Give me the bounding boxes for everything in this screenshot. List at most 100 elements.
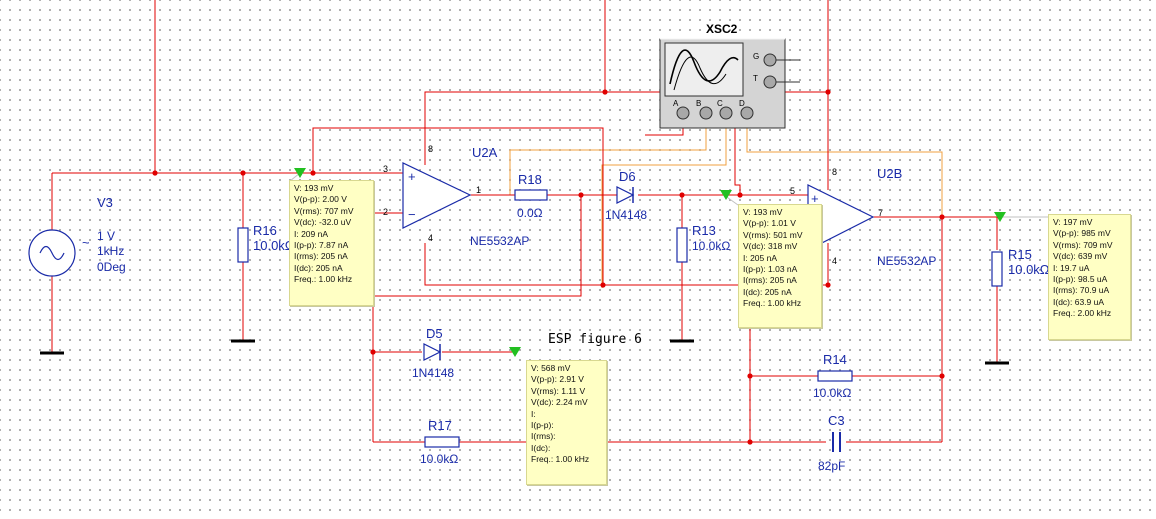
u2b-pin-5: 5 <box>790 186 795 196</box>
u2a-pin-8: 8 <box>428 144 433 154</box>
probe-readout-2[interactable]: V: 193 mV V(p-p): 1.01 V V(rms): 501 mV … <box>738 204 822 328</box>
junction-dot <box>600 282 606 288</box>
oscilloscope-xsc2[interactable]: XSC2 A B C D G T <box>659 22 800 129</box>
scope-terminal-t[interactable] <box>763 75 777 89</box>
scope-terminal-c[interactable] <box>719 106 733 120</box>
wire <box>424 91 829 190</box>
probe-marker[interactable] <box>509 347 521 357</box>
probe-marker[interactable] <box>294 168 306 178</box>
scope-terminal-b[interactable] <box>699 106 713 120</box>
scope-channel-a-label: A <box>673 99 679 108</box>
resistor-r18[interactable]: R18 0.0Ω <box>514 172 548 220</box>
junction-dot <box>310 170 316 176</box>
r13-label: R13 <box>692 223 716 238</box>
probe-marker[interactable] <box>720 190 732 200</box>
probe-voltage: V: 197 mV <box>1053 217 1093 227</box>
junction-dot <box>939 214 945 220</box>
probe-readout-4[interactable]: V: 197 mV V(p-p): 985 mV V(rms): 709 mV … <box>1048 214 1131 340</box>
diode-d5[interactable]: D5 1N4148 <box>412 326 454 380</box>
u2a-plus-sign: + <box>408 169 416 184</box>
probe-vrms: V(rms): 707 mV <box>294 205 354 216</box>
probe-irms: I(rms): 205 nA <box>743 275 797 286</box>
probe-ipp: I(p-p): 1.03 nA <box>743 263 798 274</box>
probe-ipp: I(p-p): 7.87 nA <box>294 239 349 250</box>
r15-value: 10.0kΩ <box>1008 262 1050 277</box>
junction-dot <box>825 282 831 288</box>
junction-dots <box>152 89 945 445</box>
oscilloscope-label: XSC2 <box>706 22 738 36</box>
probe-vpp: V(p-p): 2.00 V <box>294 194 347 205</box>
u2b-pin-4: 4 <box>832 256 837 266</box>
r18-label: R18 <box>518 172 542 187</box>
scope-t-label: T <box>753 74 758 83</box>
scope-channel-d-label: D <box>739 99 745 108</box>
probe-vpp: V(p-p): 2.91 V <box>531 374 584 385</box>
d6-part: 1N4148 <box>605 208 647 222</box>
r17-label: R17 <box>428 418 452 433</box>
d5-label: D5 <box>426 326 443 341</box>
resistor-r16[interactable]: R16 10.0kΩ <box>237 223 295 263</box>
probe-voltage: V: 568 mV <box>531 363 571 373</box>
resistor-r14[interactable]: R14 10.0kΩ <box>813 352 853 400</box>
capacitor-c3[interactable]: C3 82pF <box>818 413 845 473</box>
u2a-label: U2A <box>472 145 498 160</box>
junction-dot <box>602 89 608 95</box>
u2b-pin-8: 8 <box>832 167 837 177</box>
scope-terminal-a[interactable] <box>676 106 690 120</box>
source-v3[interactable]: V3 ~ 1 V 1kHz 0Deg <box>28 195 126 277</box>
orange-wires <box>509 120 943 288</box>
resistor-r13[interactable]: R13 10.0kΩ <box>676 223 730 263</box>
resistor-r17[interactable]: R17 10.0kΩ <box>420 418 460 466</box>
wire <box>312 127 604 285</box>
junction-dot <box>152 170 158 176</box>
scope-channel-b-label: B <box>696 99 701 108</box>
diode-d6[interactable]: D6 1N4148 <box>605 169 647 222</box>
probe-readout-3[interactable]: V: 568 mV V(p-p): 2.91 V V(rms): 1.11 V … <box>526 360 607 485</box>
r14-value: 10.0kΩ <box>813 386 851 400</box>
source-tilde-icon: ~ <box>82 235 90 250</box>
waveform-icon <box>673 56 727 91</box>
probe-vdc: V(dc): -32.0 uV <box>294 217 352 228</box>
probe-current: I: 209 nA <box>294 228 329 239</box>
probe-irms: I(rms): 205 nA <box>294 251 348 262</box>
wire-scope-d <box>746 120 943 217</box>
probe-marker[interactable] <box>994 212 1006 222</box>
u2a-pin-3: 3 <box>383 164 388 174</box>
u2a-pin-1: 1 <box>476 185 481 195</box>
probe-readout-1[interactable]: V: 193 mV V(p-p): 2.00 V V(rms): 707 mV … <box>289 180 374 306</box>
probe-markers <box>289 168 1048 357</box>
r16-label: R16 <box>253 223 277 238</box>
probe-current: I: 205 nA <box>743 252 778 263</box>
waveform-icon <box>669 49 739 85</box>
r15-label: R15 <box>1008 247 1032 262</box>
junction-dot <box>578 192 584 198</box>
v3-amplitude: 1 V <box>97 229 115 243</box>
u2a-part: NE5532AP <box>470 234 529 248</box>
probe-vdc: V(dc): 318 mV <box>743 241 798 252</box>
probe-vdc: V(dc): 2.24 mV <box>531 397 588 408</box>
junction-dot <box>825 89 831 95</box>
wire-scope-c <box>601 120 727 288</box>
probe-frequency: Freq.: 1.00 kHz <box>531 454 590 465</box>
probe-vdc: V(dc): 639 mV <box>1053 251 1108 262</box>
probe-vpp: V(p-p): 1.01 V <box>743 218 796 229</box>
probe-frequency: Freq.: 2.00 kHz <box>1053 308 1112 319</box>
opamp-u2a[interactable]: + − 3 2 1 8 4 U2A NE5532AP <box>383 144 529 248</box>
scope-terminal-d[interactable] <box>740 106 754 120</box>
scope-terminal-g[interactable] <box>763 53 777 67</box>
probe-idc: I(dc): 205 nA <box>743 286 792 297</box>
wire-scope-b <box>509 120 707 195</box>
resistor-r15[interactable]: R15 10.0kΩ <box>991 247 1050 287</box>
opamp-u2b[interactable]: + 5 7 8 4 U2B NE5532AP <box>790 166 936 268</box>
probe-vpp: V(p-p): 985 mV <box>1053 228 1111 239</box>
probe-vrms: V(rms): 501 mV <box>743 229 803 240</box>
probe-frequency: Freq.: 1.00 kHz <box>743 298 802 309</box>
oscilloscope-screen <box>664 42 744 97</box>
r16-value: 10.0kΩ <box>253 238 295 253</box>
r14-label: R14 <box>823 352 847 367</box>
probe-irms: I(rms): <box>531 431 556 442</box>
probe-ipp: I(p-p): 98.5 uA <box>1053 273 1108 284</box>
c3-label: C3 <box>828 413 845 428</box>
probe-current: I: <box>531 408 536 419</box>
